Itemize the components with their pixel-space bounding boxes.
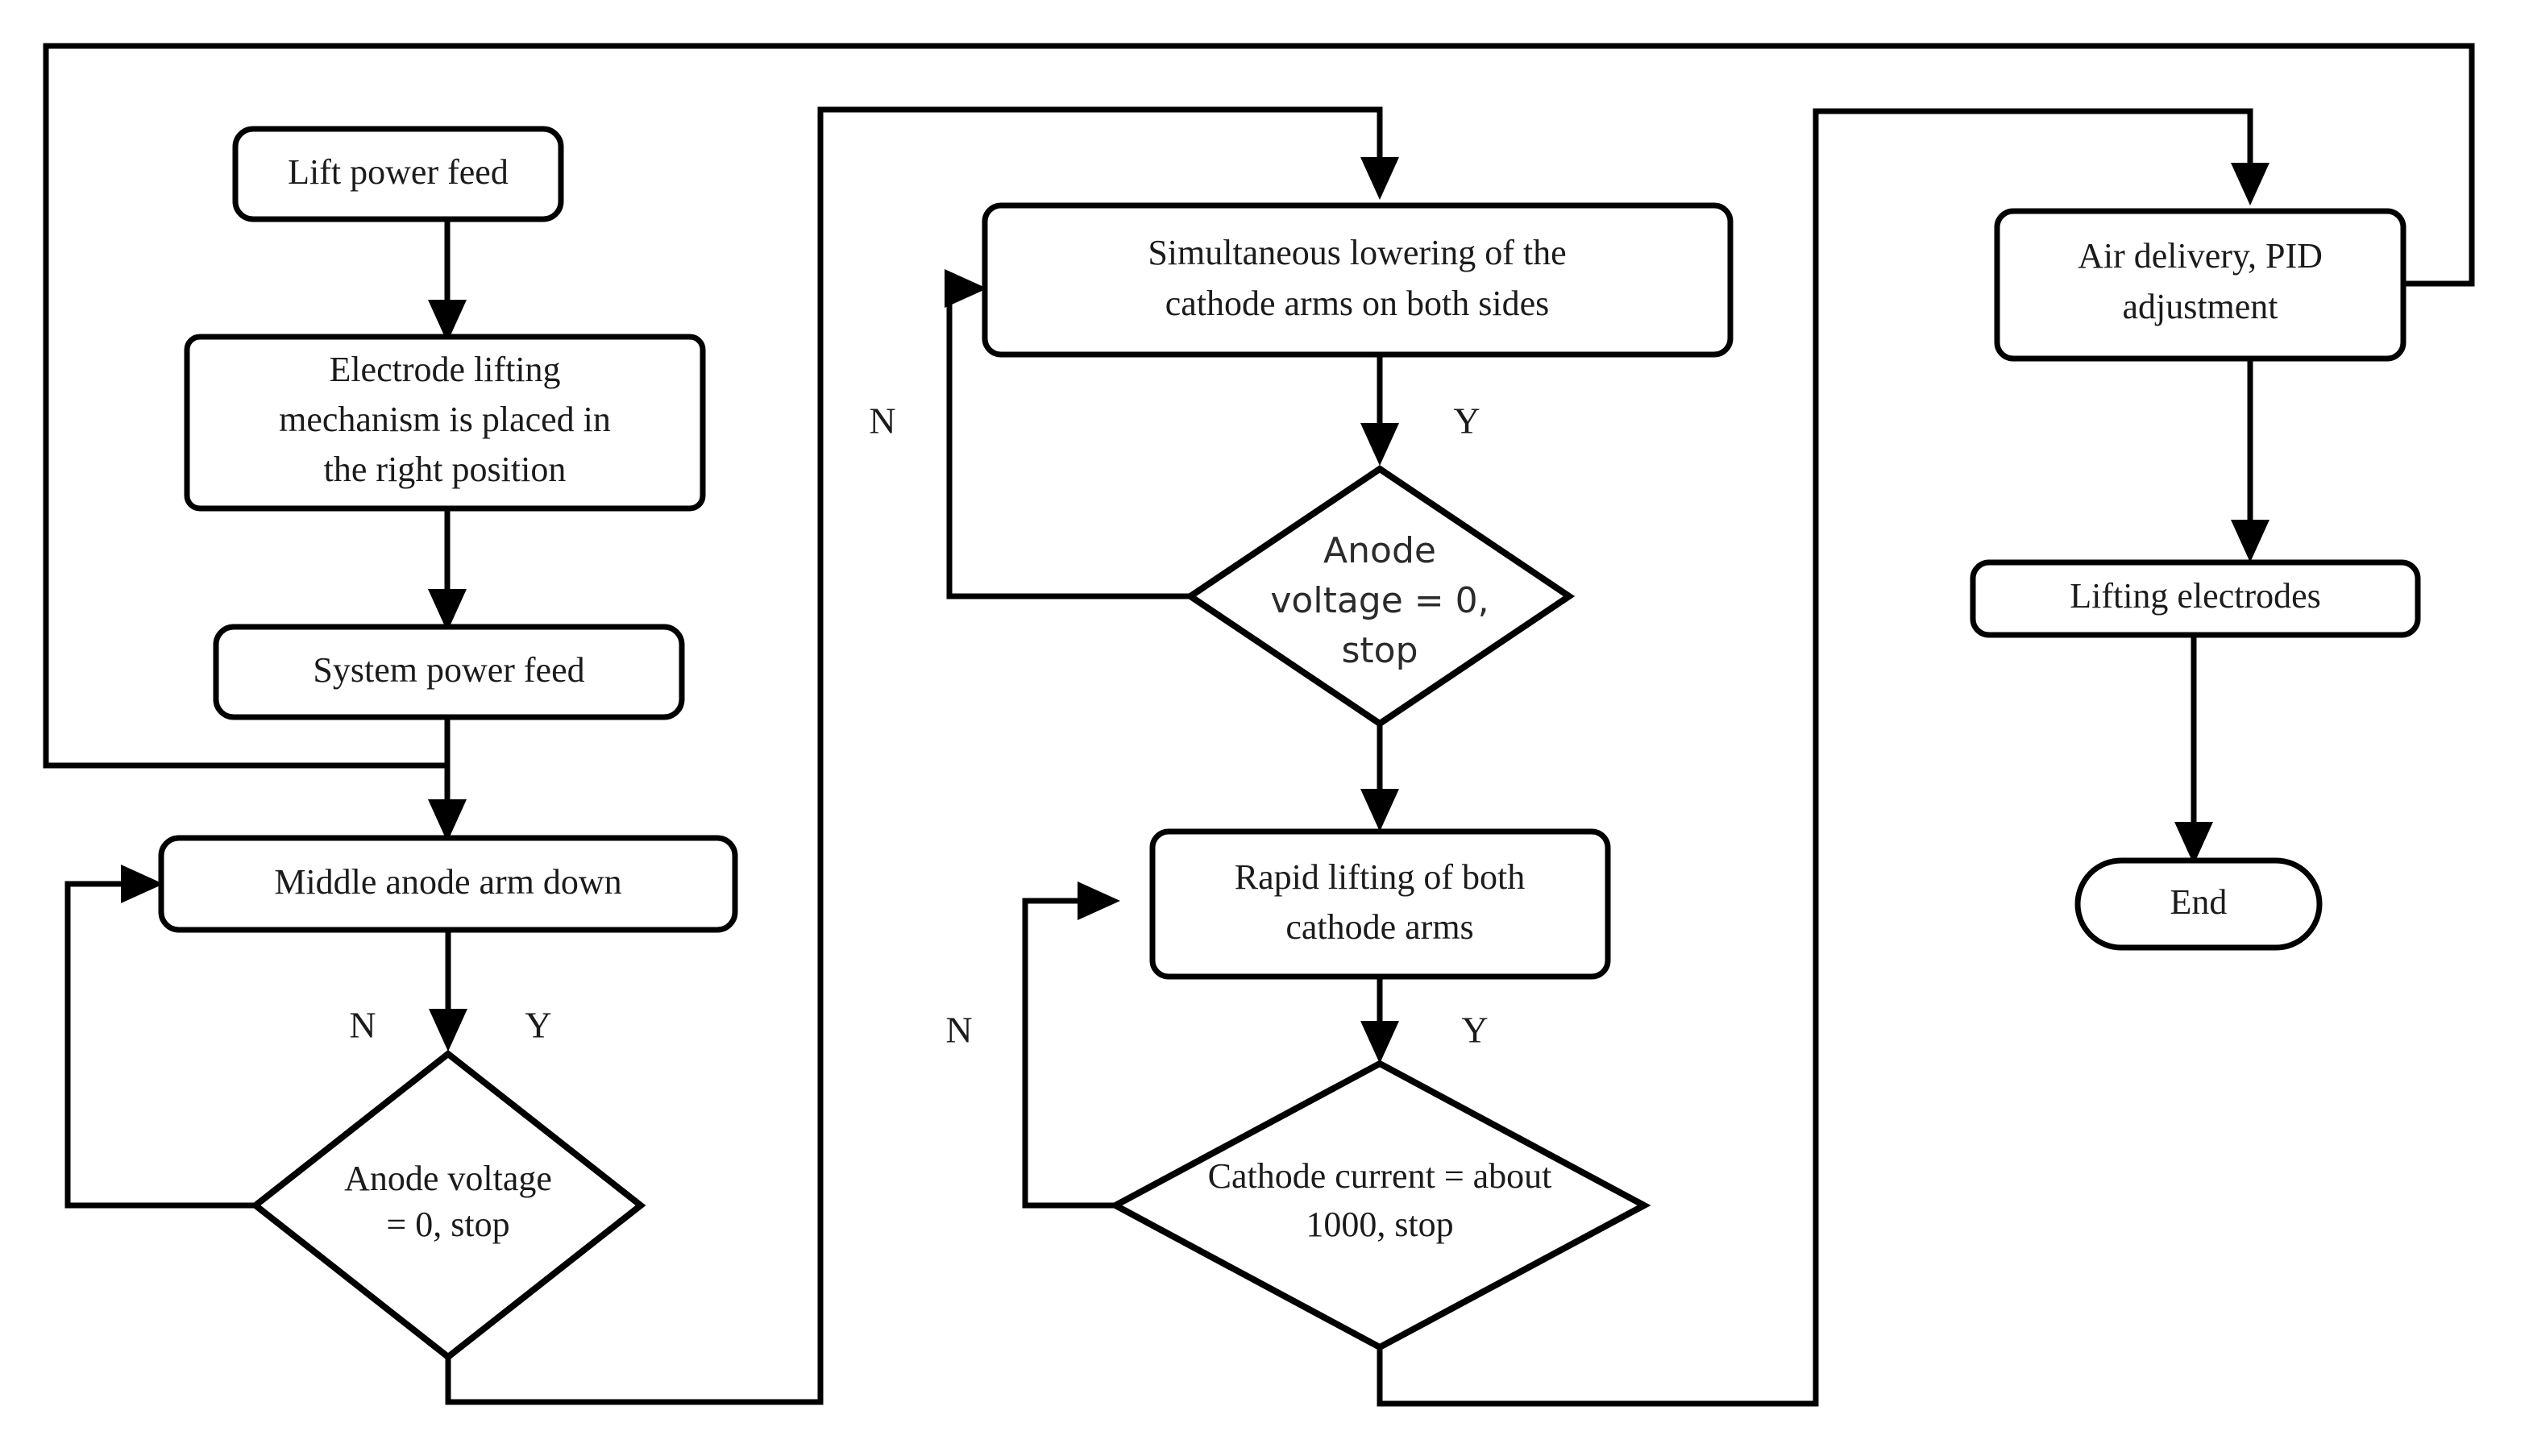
edge-decision-1-yes-to-col2	[445, 106, 1399, 1405]
edge-middle-anode-to-decision-1	[429, 930, 467, 1052]
node-air-delivery-pid[interactable]: Air delivery, PID adjustment	[1994, 208, 2406, 362]
node-cathode-current-check-label-2: 1000, stop	[1306, 1205, 1453, 1244]
branch-label-dec1-no: N	[349, 1005, 376, 1046]
edge-decision-2-yes-to-rapid-lifting	[1360, 724, 1399, 832]
node-simultaneous-lowering-label-2: cathode arms on both sides	[1165, 284, 1550, 323]
node-system-power-feed[interactable]: System power feed	[213, 624, 685, 720]
branch-label-dec1-yes: Y	[525, 1005, 551, 1046]
edge-system-power-to-middle-anode	[428, 717, 467, 842]
edge-lifting-electrodes-to-end	[2174, 635, 2213, 865]
edge-simultaneous-to-decision-2	[1360, 355, 1399, 466]
node-anode-voltage-check-1-label-2: = 0, stop	[386, 1205, 509, 1244]
node-end-label: End	[2170, 882, 2228, 922]
edge-decision-3-yes-to-col3	[1377, 108, 2269, 1407]
branch-label-dec3-no: N	[945, 1010, 972, 1051]
node-lift-power-feed[interactable]: Lift power feed	[232, 126, 564, 222]
node-anode-voltage-check-2-label-1: Anode	[1323, 530, 1436, 571]
edge-feedback-outer-loop	[43, 43, 2475, 769]
branch-label-dec2-yes: Y	[1453, 400, 1480, 442]
edge-decision-1-no-loop	[64, 865, 255, 1209]
node-anode-voltage-check-2[interactable]: Anode voltage = 0, stop	[1184, 465, 1576, 728]
node-system-power-feed-label: System power feed	[313, 650, 584, 690]
branch-label-dec2-no: N	[869, 400, 895, 442]
edge-rapid-lifting-to-decision-3	[1360, 977, 1399, 1064]
node-simultaneous-lowering-label-1: Simultaneous lowering of the	[1148, 233, 1566, 272]
node-air-delivery-pid-label-2: adjustment	[2122, 287, 2278, 326]
node-air-delivery-pid-label-1: Air delivery, PID	[2078, 236, 2323, 276]
node-end[interactable]: End	[2074, 857, 2323, 951]
node-anode-voltage-check-2-label-3: stop	[1341, 630, 1418, 671]
edge-mechanism-to-system-power	[428, 508, 467, 632]
branch-label-dec3-yes: Y	[1461, 1010, 1488, 1051]
node-lifting-electrodes-label: Lifting electrodes	[2070, 576, 2321, 616]
node-cathode-current-check-label-1: Cathode current = about	[1208, 1156, 1552, 1196]
node-rapid-lifting-label-1: Rapid lifting of both	[1235, 857, 1526, 897]
node-lift-power-feed-label: Lift power feed	[288, 152, 509, 192]
node-cathode-current-check[interactable]: Cathode current = about 1000, stop	[1108, 1060, 1651, 1351]
node-rapid-lifting-label-2: cathode arms	[1285, 907, 1473, 947]
node-middle-anode-arm-down[interactable]: Middle anode arm down	[158, 835, 738, 933]
node-electrode-mechanism[interactable]: Electrode lifting mechanism is placed in…	[184, 334, 706, 512]
node-anode-voltage-check-2-label-2: voltage = 0,	[1270, 580, 1489, 621]
edge-decision-3-no-loop	[1022, 881, 1120, 1209]
edge-decision-2-no-loop	[945, 269, 1190, 599]
node-anode-voltage-check-1-label-1: Anode voltage	[344, 1159, 552, 1198]
node-lifting-electrodes[interactable]: Lifting electrodes	[1970, 559, 2421, 638]
node-simultaneous-lowering[interactable]: Simultaneous lowering of the cathode arm…	[982, 202, 1734, 358]
node-electrode-mechanism-label-3: the right position	[324, 450, 567, 489]
edge-lift-to-mechanism	[428, 219, 467, 342]
node-electrode-mechanism-label-2: mechanism is placed in	[279, 400, 611, 439]
node-rapid-lifting[interactable]: Rapid lifting of both cathode arms	[1149, 828, 1611, 980]
edge-air-delivery-to-lifting-electrodes	[2231, 359, 2269, 562]
node-electrode-mechanism-label-1: Electrode lifting	[329, 350, 560, 389]
node-anode-voltage-check-1[interactable]: Anode voltage = 0, stop	[250, 1049, 646, 1362]
node-middle-anode-arm-down-label: Middle anode arm down	[274, 862, 621, 902]
